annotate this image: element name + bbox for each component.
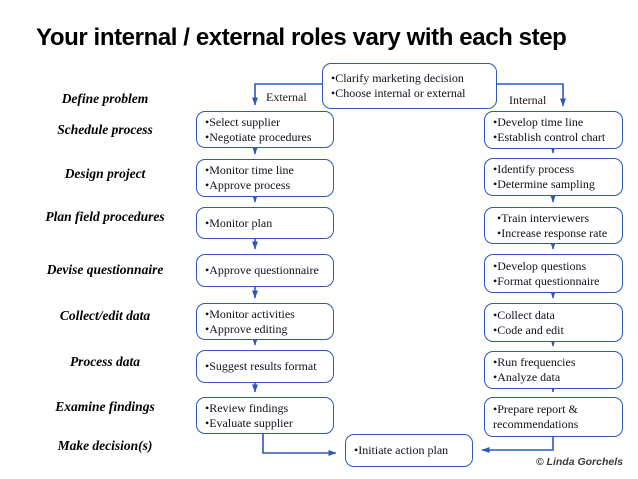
external-box-monitor-timeline: •Monitor time line •Approve process (196, 159, 334, 197)
flow-box-line: •Format questionnaire (493, 273, 600, 288)
internal-box-train-interviewers: •Train interviewers •Increase response r… (484, 207, 623, 244)
step-label-design-project: Design project (64, 166, 146, 181)
flow-box-line: •Approve editing (205, 321, 288, 336)
flow-box-line: •Run frequencies (493, 355, 576, 370)
internal-box-prepare-report: •Prepare report & recommendations (484, 397, 623, 437)
flow-box-line: •Clarify marketing decision (331, 71, 464, 86)
flow-box-line: •Select supplier (205, 114, 281, 129)
flow-box-initiate-action-plan: •Initiate action plan (345, 434, 473, 467)
flow-box-line: •Develop time line (493, 115, 584, 130)
external-box-approve-questionnaire: •Approve questionnaire (196, 254, 334, 287)
flow-box-line: •Choose internal or external (331, 86, 466, 100)
step-label-define-problem: Define problem (61, 91, 149, 106)
copyright-text: © Linda Gorchels (535, 456, 623, 468)
flow-box-line: •Monitor time line (205, 163, 294, 178)
flow-box-line: •Negotiate procedures (205, 129, 312, 144)
external-box-monitor-plan: •Monitor plan (196, 207, 334, 239)
step-label-examine-findings: Examine findings (55, 399, 155, 414)
step-label-collect-edit-data: Collect/edit data (59, 308, 151, 323)
step-label-process-data: Process data (69, 354, 141, 369)
flow-box-line: •Approve questionnaire (205, 263, 319, 278)
external-box-review-findings: •Review findings •Evaluate supplier (196, 397, 334, 434)
flow-box-line: •Identify process (493, 162, 575, 177)
flow-box-line: •Review findings (205, 400, 289, 415)
flow-box-line: •Collect data (493, 307, 555, 322)
flow-box-line: •Evaluate supplier (205, 415, 293, 430)
flow-box-line: •Develop questions (493, 258, 587, 273)
step-label-plan-field-procedures: Plan field procedures (45, 209, 165, 224)
flow-box-line: •Prepare report & (493, 402, 578, 417)
step-label-make-decisions: Make decision(s) (57, 438, 153, 453)
external-box-monitor-activities: •Monitor activities •Approve editing (196, 303, 334, 340)
flow-box-line: •Initiate action plan (354, 443, 449, 458)
flow-box-line: •Determine sampling (493, 177, 595, 191)
slide-title: Your internal / external roles vary with… (36, 24, 567, 51)
internal-box-run-frequencies: •Run frequencies •Analyze data (484, 351, 623, 389)
flow-box-line: •Suggest results format (205, 359, 317, 374)
flow-box-line: •Code and edit (493, 322, 564, 337)
flow-box-line: •Monitor plan (205, 215, 273, 230)
internal-box-develop-questions: •Develop questions •Format questionnaire (484, 254, 623, 293)
flow-box-line: •Analyze data (493, 370, 561, 384)
branch-label-external: External (266, 90, 307, 104)
step-label-devise-questionnaire: Devise questionnaire (46, 262, 164, 277)
flow-box-line: •Approve process (205, 178, 291, 192)
internal-box-identify-process: •Identify process •Determine sampling (484, 158, 623, 196)
flow-box-line: recommendations (493, 417, 579, 431)
external-box-select-supplier: •Select supplier •Negotiate procedures (196, 111, 334, 148)
external-box-suggest-results: •Suggest results format (196, 350, 334, 383)
flow-box-line: •Train interviewers (497, 210, 590, 225)
step-label-schedule-process: Schedule process (57, 122, 153, 137)
branch-label-internal: Internal (509, 93, 547, 107)
flow-box-line: •Establish control chart (493, 130, 606, 144)
flow-box-line: •Increase response rate (497, 225, 608, 240)
internal-box-collect-data: •Collect data •Code and edit (484, 303, 623, 342)
internal-box-develop-timeline: •Develop time line •Establish control ch… (484, 111, 623, 149)
flow-box-clarify-decision: •Clarify marketing decision •Choose inte… (322, 63, 497, 109)
flow-box-line: •Monitor activities (205, 306, 295, 321)
